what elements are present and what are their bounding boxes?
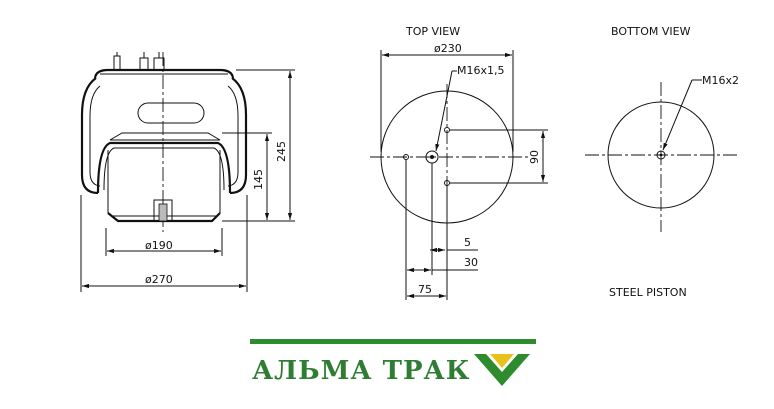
piston-type-label: STEEL PISTON [609,286,687,299]
dim-dia-270: ø270 [145,273,173,286]
top-view: TOP VIEW ø230 M16x1,5 90 5 [370,25,548,300]
dim-dia-190: ø190 [145,239,173,252]
bellows-right-inner [227,85,239,187]
bellows-left [80,77,99,195]
stud-hole-bottom [444,180,450,186]
piston-inner [103,147,225,191]
thread-top-label: M16x1,5 [457,64,505,77]
hole-left [403,154,409,160]
dim-height-245: 245 [275,141,288,162]
bumper-stop [137,102,205,124]
stud-hole-top [444,127,450,133]
brand-chevron-icon [474,354,530,386]
bottom-view: BOTTOM VIEW M16x2 STEEL PISTON [585,25,740,299]
top-view-title: TOP VIEW [405,25,460,38]
piston-top [109,132,221,141]
dim-offset-30: 30 [464,256,478,269]
stud-air-fitting [153,57,165,71]
dim-spacing-90: 90 [528,150,541,164]
logo-divider-bar [250,339,536,344]
bottom-thread-hole [656,150,666,160]
bottom-view-title: BOTTOM VIEW [611,25,691,38]
thread-bottom-label: M16x2 [702,74,739,87]
piston-bellows-fold [96,141,232,194]
dim-dia-230: ø230 [434,42,462,55]
brand-name: АЛЬМА ТРАК [252,356,471,386]
bellows-left-inner [89,85,101,187]
bellows-right [229,77,248,195]
stud-mid [139,57,149,71]
dim-offset-75: 75 [418,283,432,296]
stud-left [113,55,121,71]
dim-offset-5: 5 [464,236,471,249]
dim-height-145: 145 [252,169,265,190]
side-view: ø190 ø270 145 245 [80,52,295,292]
